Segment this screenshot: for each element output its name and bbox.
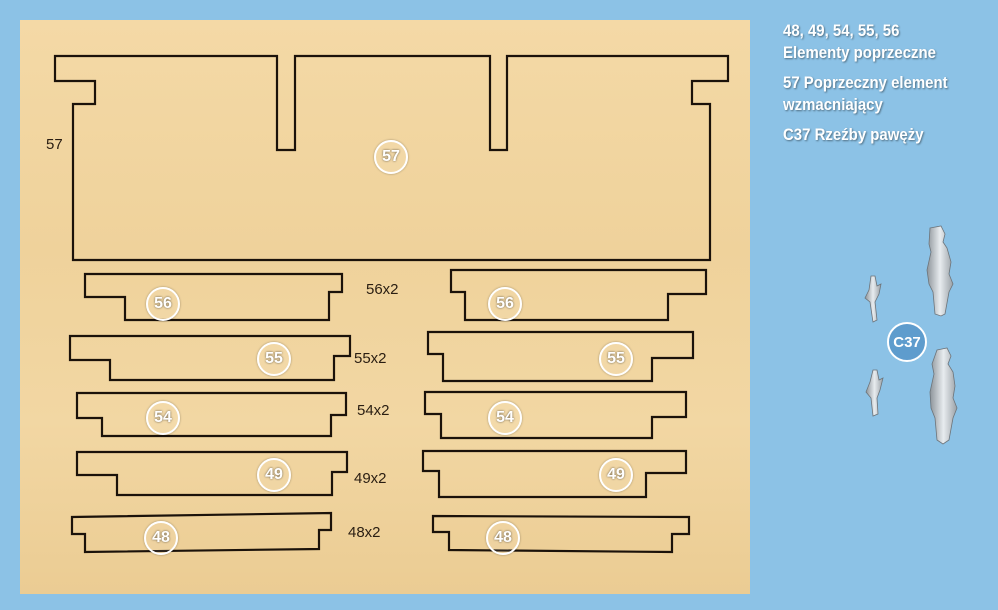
part-48-left-outline (70, 511, 333, 554)
part-54-left-outline (75, 391, 348, 438)
badge-49-left: 49 (257, 458, 291, 492)
badge-56-right: 56 (488, 287, 522, 321)
part-56-left-outline (83, 272, 344, 322)
part-55-right-outline (426, 330, 695, 383)
c37-carving-figures (855, 222, 975, 452)
quantity-48: 48x2 (348, 524, 381, 541)
badge-49-right: 49 (599, 458, 633, 492)
legend: 48, 49, 54, 55, 56 Elementy poprzeczne 5… (783, 20, 983, 146)
part-55-left-outline (68, 334, 352, 382)
legend-cross-members: Elementy poprzeczne (783, 43, 936, 62)
quantity-49: 49x2 (354, 470, 387, 487)
part-56-right-outline (449, 268, 708, 322)
cut-lines (53, 54, 730, 554)
part-49-right-outline (421, 449, 688, 499)
badge-56-left: 56 (146, 287, 180, 321)
part-48-right-outline (431, 514, 691, 554)
plywood-sheet: 57 56x2 55x2 54x2 49x2 48x2 57 56 56 55 … (20, 20, 750, 594)
part-57-outline (53, 54, 730, 262)
badge-48-right: 48 (486, 521, 520, 555)
badge-54-left: 54 (146, 401, 180, 435)
badge-57: 57 (374, 140, 408, 174)
badge-c37: C37 (887, 322, 927, 362)
quantity-55: 55x2 (354, 350, 387, 367)
legend-57-subtitle: wzmacniający (783, 95, 883, 114)
part-54-right-outline (423, 390, 688, 440)
legend-57-title: 57 Poprzeczny element (783, 73, 948, 92)
badge-55-right: 55 (599, 342, 633, 376)
quantity-54: 54x2 (357, 402, 390, 419)
badge-54-right: 54 (488, 401, 522, 435)
badge-48-left: 48 (144, 521, 178, 555)
part-57-side-label: 57 (46, 136, 63, 153)
legend-c37: C37 Rzeźby pawęży (783, 125, 924, 144)
legend-part-numbers: 48, 49, 54, 55, 56 (783, 21, 900, 40)
part-49-left-outline (75, 450, 349, 497)
quantity-56: 56x2 (366, 281, 399, 298)
badge-55-left: 55 (257, 342, 291, 376)
carving-figures-icon (864, 225, 958, 445)
